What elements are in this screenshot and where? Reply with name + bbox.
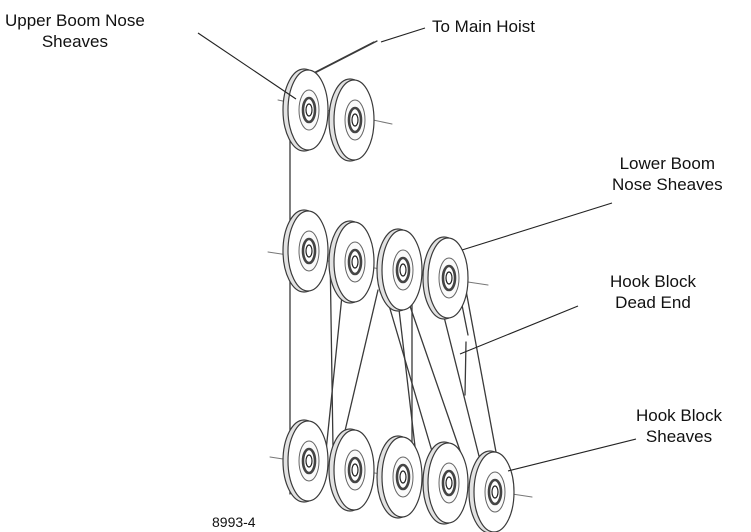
leader-hook-block-sheaves	[507, 438, 637, 472]
label-lower-boom-nose-sheaves: Lower Boom Nose Sheaves	[612, 153, 723, 195]
label-to-main-hoist-text: To Main Hoist	[432, 17, 535, 36]
rope-segment-10	[401, 282, 467, 469]
axle-hub	[445, 476, 453, 490]
sheave-group	[282, 68, 515, 532]
axle-hub	[445, 271, 453, 285]
axle-hub	[351, 113, 359, 127]
upper-sheave-2	[328, 78, 375, 162]
label-to-main-hoist: To Main Hoist	[432, 16, 535, 37]
lower-boom-sheave-4	[422, 236, 469, 320]
hook-block-sheave-1	[282, 419, 329, 503]
leader-hook-block-dead-end	[459, 305, 579, 355]
leader-to-main-hoist	[380, 27, 426, 43]
lower-boom-sheave-3	[376, 228, 423, 312]
axle-hub	[351, 255, 359, 269]
upper-sheave-1	[282, 68, 329, 152]
leader-lower-boom-nose-sheaves	[461, 202, 613, 251]
hook-block-sheave-3	[376, 435, 423, 519]
figure-number: 8993-4	[212, 514, 256, 530]
rope-segment-14	[464, 341, 467, 396]
axle-hub	[351, 463, 359, 477]
label-hook-block-dead-end-line-2: Dead End	[615, 293, 691, 312]
axle-hub	[399, 263, 407, 277]
hook-block-sheave-5	[468, 450, 515, 532]
hook-block-sheave-4	[422, 441, 469, 525]
lower-boom-sheave-1	[282, 209, 329, 293]
label-upper-boom-nose-sheaves-line-2: Sheaves	[41, 32, 108, 51]
hook-block-sheave-2	[328, 428, 375, 512]
label-hook-block-sheaves-line-2: Sheaves	[645, 427, 713, 446]
label-hook-block-dead-end: Hook Block Dead End	[610, 271, 696, 313]
axle-hub	[491, 485, 499, 499]
rope-segment-13	[464, 284, 497, 453]
rope-segment-4	[329, 249, 334, 449]
rope-segment-9	[382, 284, 435, 459]
label-upper-boom-nose-sheaves: Upper Boom Nose Sheaves	[5, 10, 145, 52]
label-hook-block-dead-end-line-1: Hook Block	[610, 272, 696, 291]
leader-lines	[197, 27, 637, 472]
label-lower-boom-nose-sheaves-line-1: Lower Boom	[619, 154, 715, 173]
axle-hub	[305, 454, 313, 468]
axle-hub	[399, 470, 407, 484]
axle-hub	[305, 103, 313, 117]
leader-upper-boom-nose-sheaves	[197, 32, 297, 100]
lower-boom-sheave-2	[328, 220, 375, 304]
axle-hub	[305, 244, 313, 258]
label-hook-block-sheaves: Hook Block Sheaves	[636, 405, 722, 447]
label-lower-boom-nose-sheaves-line-2: Nose Sheaves	[612, 175, 723, 194]
label-hook-block-sheaves-line-1: Hook Block	[636, 406, 722, 425]
label-upper-boom-nose-sheaves-line-1: Upper Boom Nose	[5, 11, 145, 30]
